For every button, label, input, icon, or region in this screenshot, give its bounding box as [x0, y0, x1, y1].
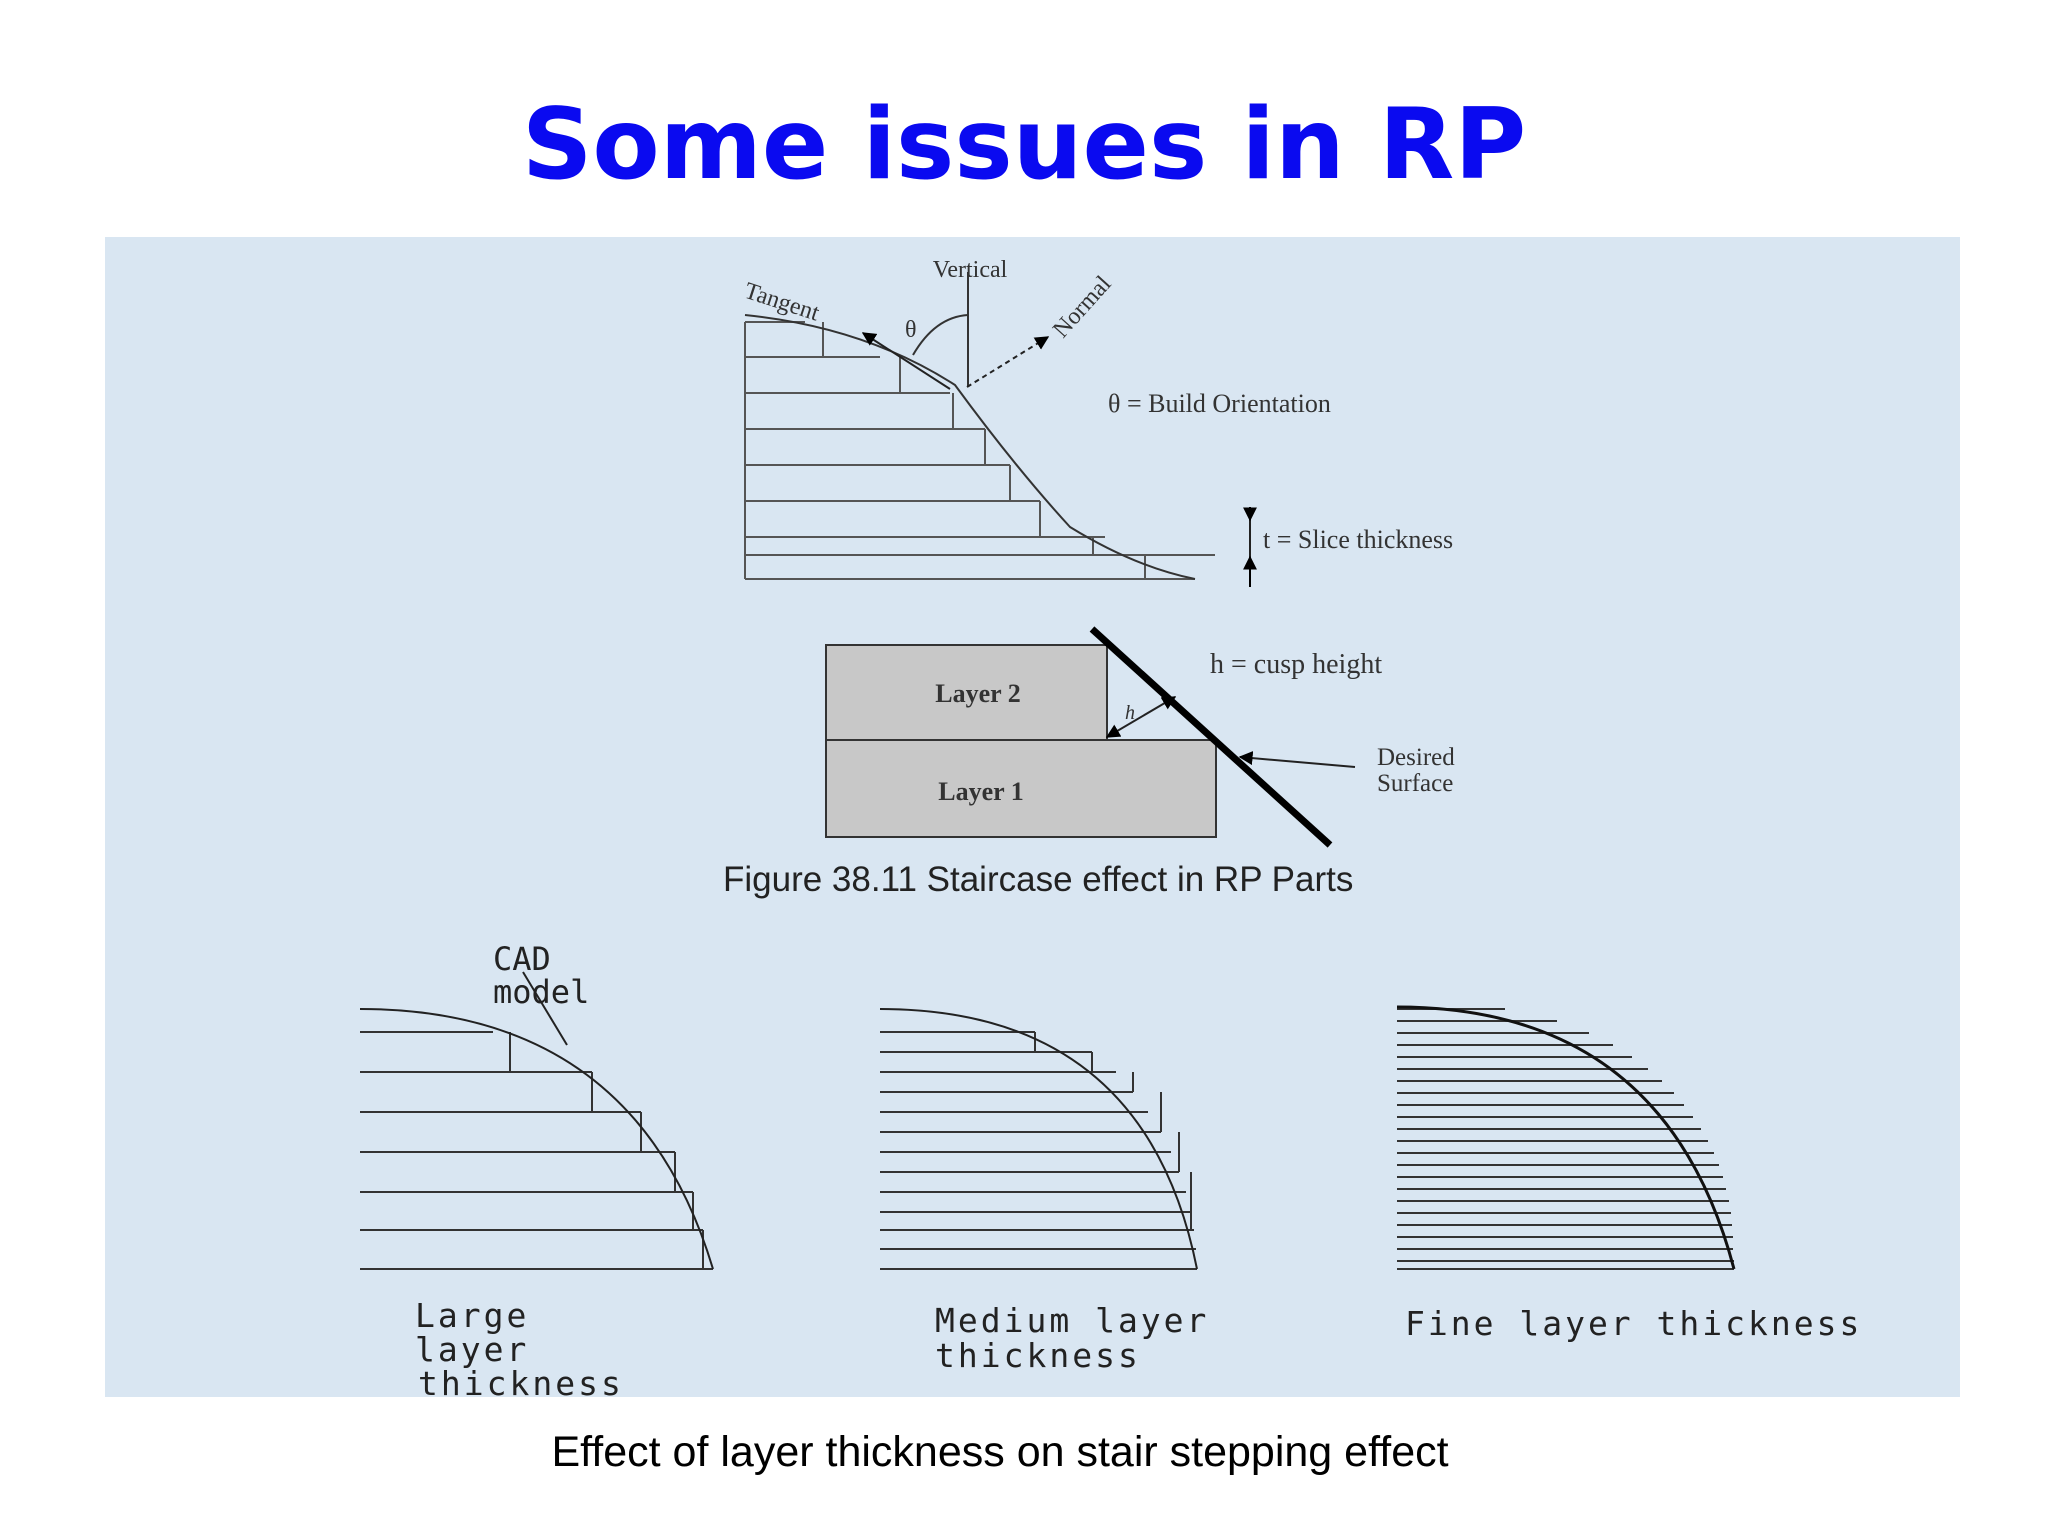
fine-layer-diagram — [1396, 1005, 1736, 1270]
fine-cad-curve — [1396, 1005, 1736, 1270]
cusp-height-diagram — [825, 626, 1356, 848]
large-slice-lines — [360, 1031, 713, 1270]
vertical-label: Vertical — [933, 257, 1008, 283]
cad-model-pointer — [522, 971, 568, 1046]
layer-1-label: Layer 1 — [938, 777, 1023, 806]
medium-label-1: Medium layer — [935, 1301, 1209, 1340]
fine-label: Fine layer thickness — [1405, 1304, 1862, 1343]
large-label-2: layer — [415, 1330, 529, 1369]
desired-surface-label-2: Surface — [1377, 770, 1453, 797]
large-label-3: thickness — [418, 1364, 624, 1397]
desired-surface-pointer — [1238, 751, 1356, 768]
desired-surface-label-1: Desired — [1377, 744, 1455, 771]
medium-layer-diagram — [879, 1008, 1198, 1270]
medium-slice-lines — [880, 1031, 1197, 1270]
large-layer-diagram — [359, 971, 714, 1270]
layer-1-block — [825, 739, 1217, 838]
cusp-height-arrow — [1105, 696, 1177, 738]
cad-model-label-1: CAD — [493, 940, 551, 978]
h-label: h — [1125, 702, 1135, 724]
tangent-arrow — [861, 332, 951, 390]
staircase-figure-panel: Vertical Tangent Normal θ θ = Build Orie… — [105, 237, 1960, 1397]
normal-arrow — [966, 336, 1050, 388]
cad-model-label-2: model — [493, 973, 589, 1011]
large-step-risers — [509, 1032, 704, 1269]
theta-label: θ — [905, 317, 917, 343]
fine-slice-lines — [1397, 1008, 1734, 1270]
desired-profile-curve — [744, 314, 1196, 580]
build-orientation-label: θ = Build Orientation — [1108, 389, 1331, 418]
build-orientation-diagram — [744, 272, 1257, 587]
medium-step-risers — [1034, 1032, 1192, 1230]
slice-lines — [745, 321, 1215, 580]
large-label-1: Large — [415, 1296, 529, 1335]
normal-label: Normal — [1048, 271, 1117, 343]
medium-label-2: thickness — [935, 1336, 1141, 1375]
desired-surface-line — [1089, 626, 1333, 848]
slide-caption: Effect of layer thickness on stair stepp… — [551, 1428, 1449, 1476]
step-risers — [822, 322, 1146, 579]
figure-caption: Figure 38.11 Staircase effect in RP Part… — [723, 860, 1353, 899]
theta-arc — [912, 314, 969, 356]
layer-2-label: Layer 2 — [935, 679, 1020, 708]
cusp-height-label: h = cusp height — [1210, 649, 1382, 680]
slide-title: Some issues in RP — [521, 88, 1527, 202]
large-cad-curve — [359, 1008, 714, 1270]
slice-thickness-label: t = Slice thickness — [1263, 525, 1453, 554]
diagram-canvas: Vertical Tangent Normal θ θ = Build Orie… — [359, 257, 1862, 1397]
medium-cad-curve — [879, 1008, 1198, 1270]
